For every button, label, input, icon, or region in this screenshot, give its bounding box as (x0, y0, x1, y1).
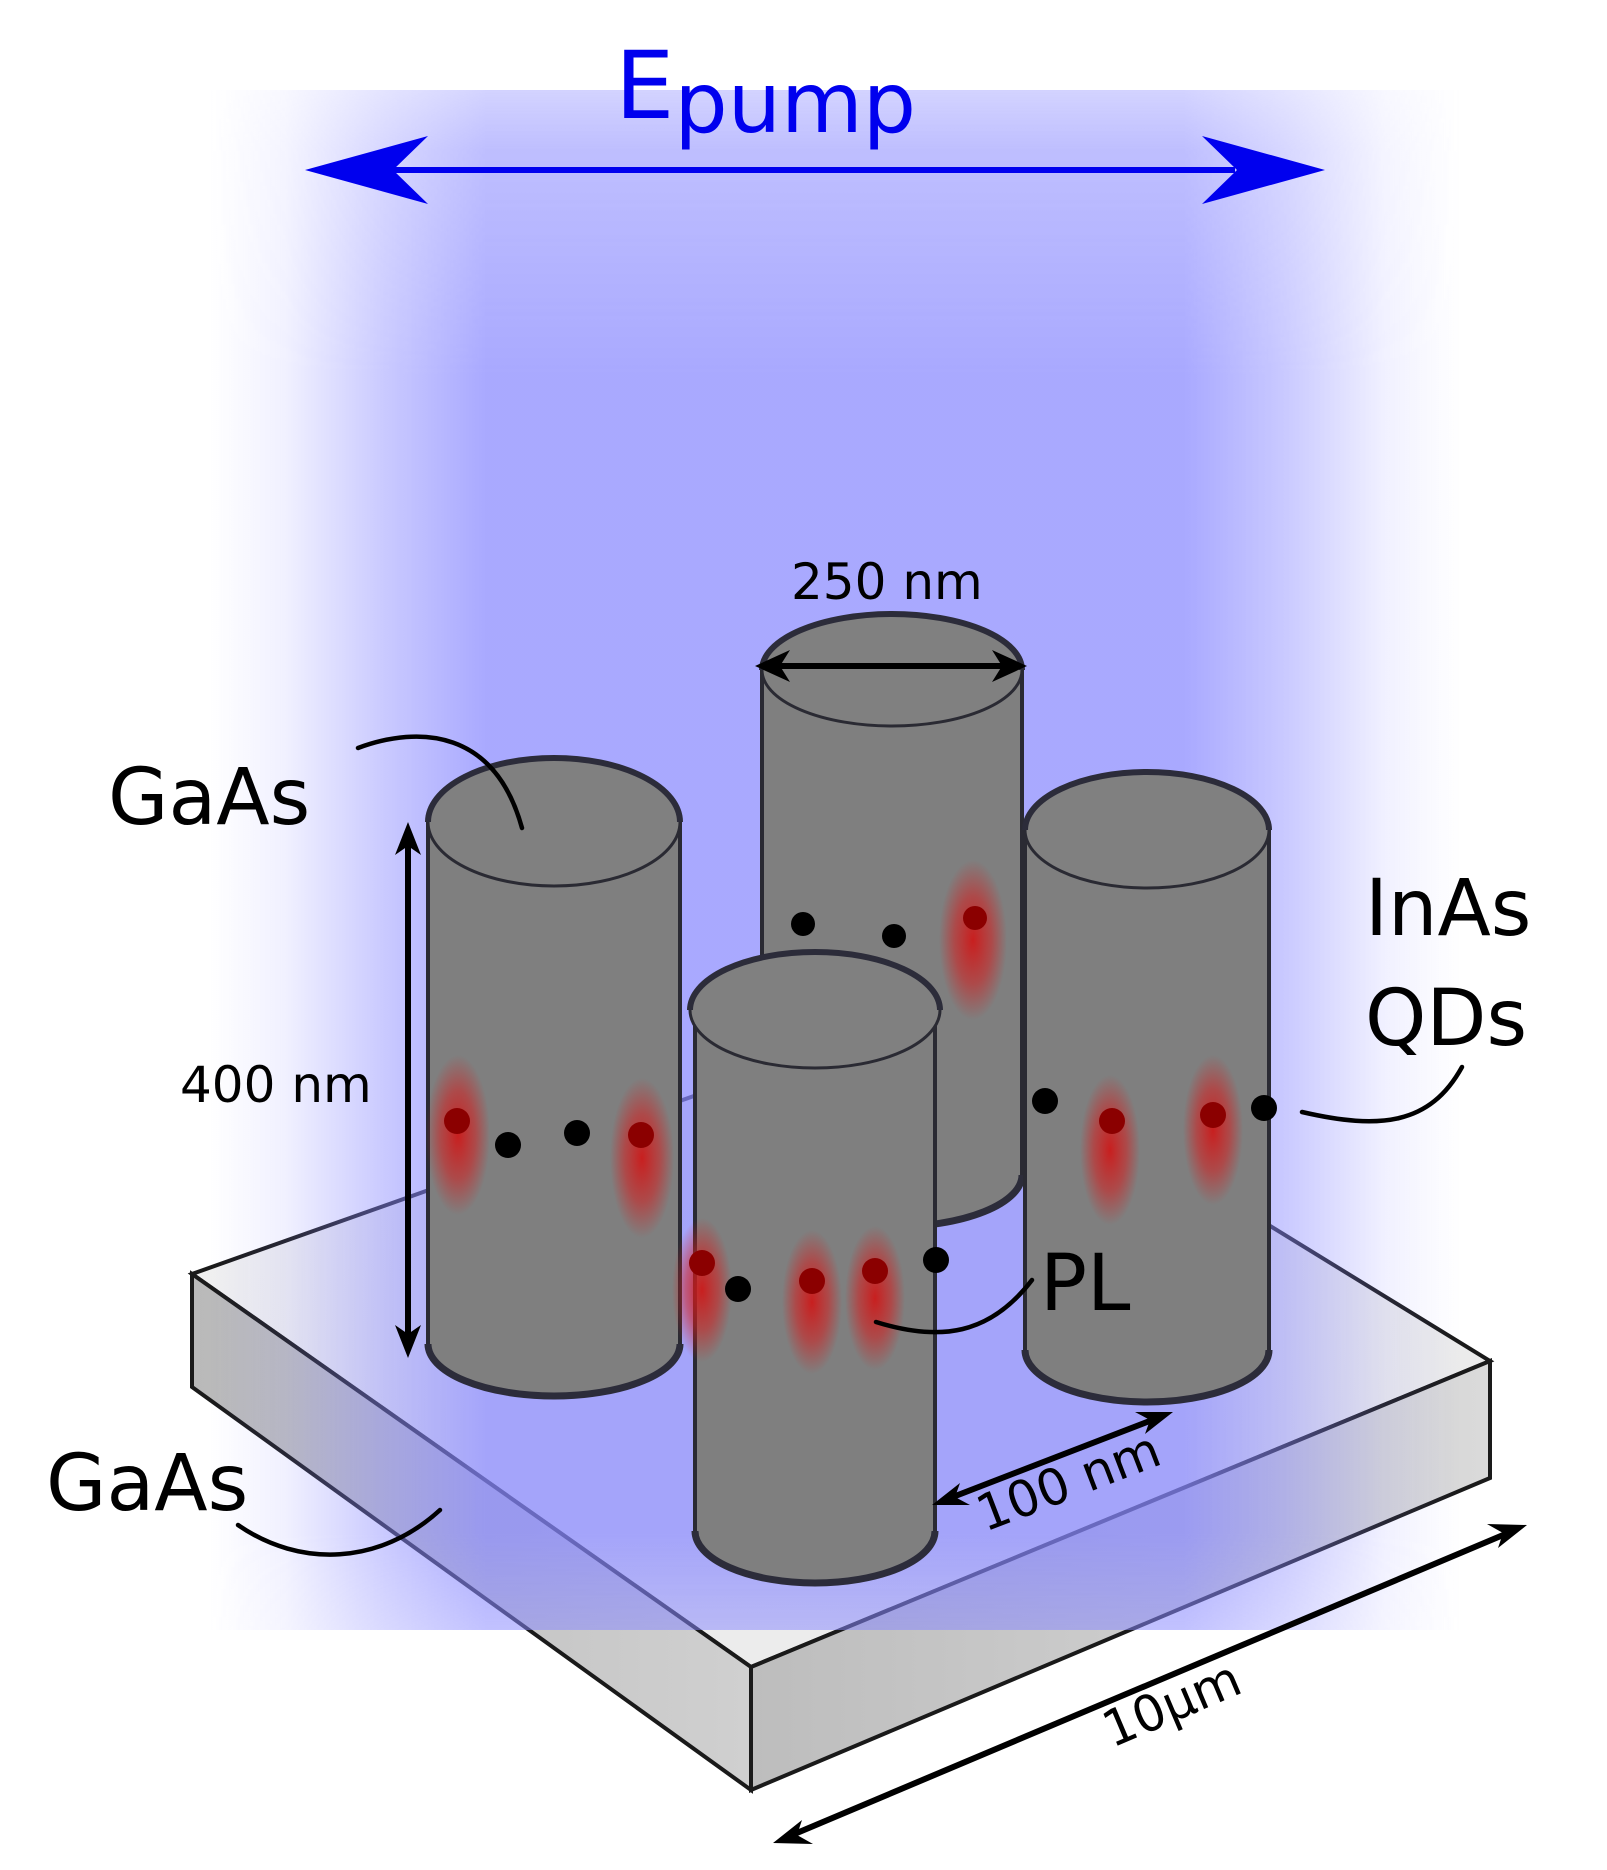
leader-pillar-material (355, 734, 525, 831)
quantum-dot-emitting (1099, 1108, 1125, 1134)
pump-label-sub: pump (674, 54, 916, 152)
quantum-dot-emitting (799, 1268, 825, 1294)
leader-emission (873, 1277, 1035, 1335)
quantum-dot-dark (882, 924, 906, 948)
double-headed-arrow-icon (305, 136, 1325, 204)
pillar-left (424, 755, 684, 1400)
emission-label: PL (1040, 1239, 1131, 1329)
quantum-dot-dark (1251, 1095, 1277, 1121)
quantum-dot-emitting (628, 1122, 654, 1148)
substrate-size-dimension (773, 1524, 1527, 1844)
quantum-dot-emitting (689, 1250, 715, 1276)
diameter-dimension (755, 650, 1027, 682)
substrate-size-label: 10μm (1094, 1649, 1249, 1759)
emission-glow (845, 1226, 905, 1370)
quantum-dot-emitting (963, 906, 987, 930)
quantum-dot-dark (725, 1276, 751, 1302)
emission-glow (610, 1078, 674, 1238)
pump-label-main: E (615, 32, 674, 141)
spacing-dimension (932, 1412, 1173, 1505)
pillar-right (1021, 769, 1277, 1406)
quantum-dot-emitting (862, 1258, 888, 1284)
quantum-dot-dark (791, 912, 815, 936)
emission-glow (782, 1230, 842, 1374)
quantum-dot-dark (495, 1132, 521, 1158)
quantum-dot-emitting (444, 1108, 470, 1134)
emission-glow (1080, 1075, 1140, 1225)
diameter-label: 250 nm (791, 553, 983, 611)
leader-quantum-dots (1299, 1064, 1465, 1124)
pump-label: Epump (615, 32, 916, 152)
quantum-dot-emitting (1200, 1102, 1226, 1128)
quantum-dot-dark (564, 1120, 590, 1146)
height-dimension (395, 822, 421, 1358)
substrate-material-label: GaAs (46, 1439, 248, 1529)
leader-substrate-material (235, 1507, 443, 1557)
emission-glow (672, 1218, 732, 1362)
height-label: 400 nm (180, 1056, 372, 1114)
pillar-material-label: GaAs (108, 753, 310, 843)
emission-glow (426, 1055, 490, 1215)
dots-label-line2: QDs (1365, 974, 1527, 1064)
emission-glow (939, 860, 1007, 1020)
emission-glow (1183, 1055, 1243, 1205)
dots-label-line1: InAs (1365, 864, 1531, 954)
quantum-dot-dark (1032, 1088, 1058, 1114)
quantum-dot-dark (923, 1247, 949, 1273)
pillar-front (672, 949, 949, 1587)
